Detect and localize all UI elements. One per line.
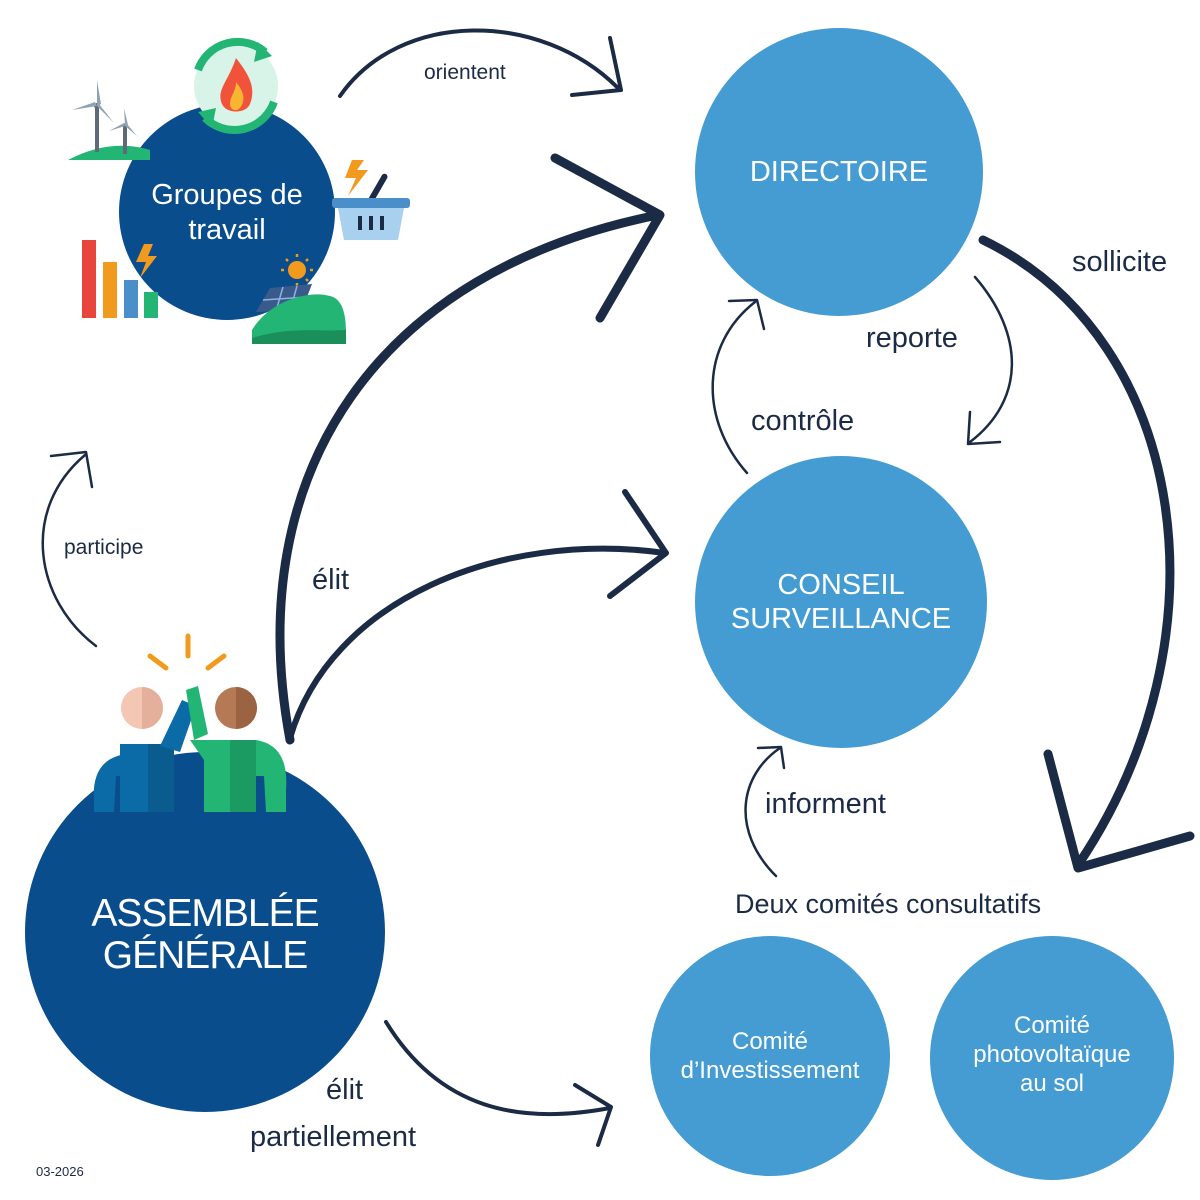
arrow-reporte bbox=[966, 275, 1014, 446]
conseil-surveillance-node: CONSEIL SURVEILLANCE bbox=[695, 456, 987, 748]
wind-turbine-icon bbox=[68, 80, 150, 160]
date-label: 03-2026 bbox=[36, 1164, 84, 1179]
directoire-node: DIRECTOIRE bbox=[695, 28, 983, 316]
groupes-de-travail-label: Groupes de travail bbox=[151, 179, 303, 246]
comites-title: Deux comités consultatifs bbox=[735, 889, 1042, 919]
label-reporte: reporte bbox=[866, 322, 958, 354]
arrow-participe bbox=[41, 450, 98, 648]
label-elit-partiellement-line1: élit bbox=[326, 1074, 364, 1106]
renewable-fire-icon bbox=[194, 37, 278, 134]
label-orientent: orientent bbox=[424, 61, 506, 84]
comite-investissement-label: Comité d’Investissement bbox=[680, 1028, 860, 1084]
conseil-surveillance-label: CONSEIL SURVEILLANCE bbox=[730, 569, 952, 635]
arrow-elit-partiellement bbox=[384, 1020, 613, 1147]
groupes-de-travail-node: Groupes de travail bbox=[119, 104, 335, 320]
solar-panel-icon bbox=[252, 254, 347, 344]
directoire-label: DIRECTOIRE bbox=[749, 155, 929, 188]
label-controle: contrôle bbox=[751, 405, 855, 437]
comite-photovoltaique-node: Comité photovoltaïque au sol bbox=[930, 936, 1174, 1180]
arrow-sollicite bbox=[978, 235, 1195, 873]
comite-photovoltaique-label: Comité photovoltaïque au sol bbox=[973, 1011, 1131, 1097]
label-elit: élit bbox=[312, 564, 350, 596]
comite-investissement-node: Comité d’Investissement bbox=[650, 936, 890, 1176]
arrow-orientent bbox=[338, 28, 623, 98]
arrow-informent bbox=[744, 745, 786, 878]
label-elit-partiellement-line2: partiellement bbox=[250, 1121, 417, 1153]
label-informent: informent bbox=[765, 788, 886, 820]
arrow-elit-conseil bbox=[287, 489, 669, 741]
energy-basket-icon bbox=[332, 160, 410, 240]
high-five-people-icon bbox=[93, 633, 287, 812]
assemblee-generale-label: ASSEMBLÉE GÉNÉRALE bbox=[91, 892, 319, 977]
arrow-elit-directoire bbox=[275, 153, 665, 745]
arrow-controle bbox=[711, 298, 766, 475]
energy-bar-chart-icon bbox=[82, 240, 158, 318]
label-participe: participe bbox=[64, 536, 144, 559]
label-sollicite: sollicite bbox=[1072, 246, 1168, 278]
